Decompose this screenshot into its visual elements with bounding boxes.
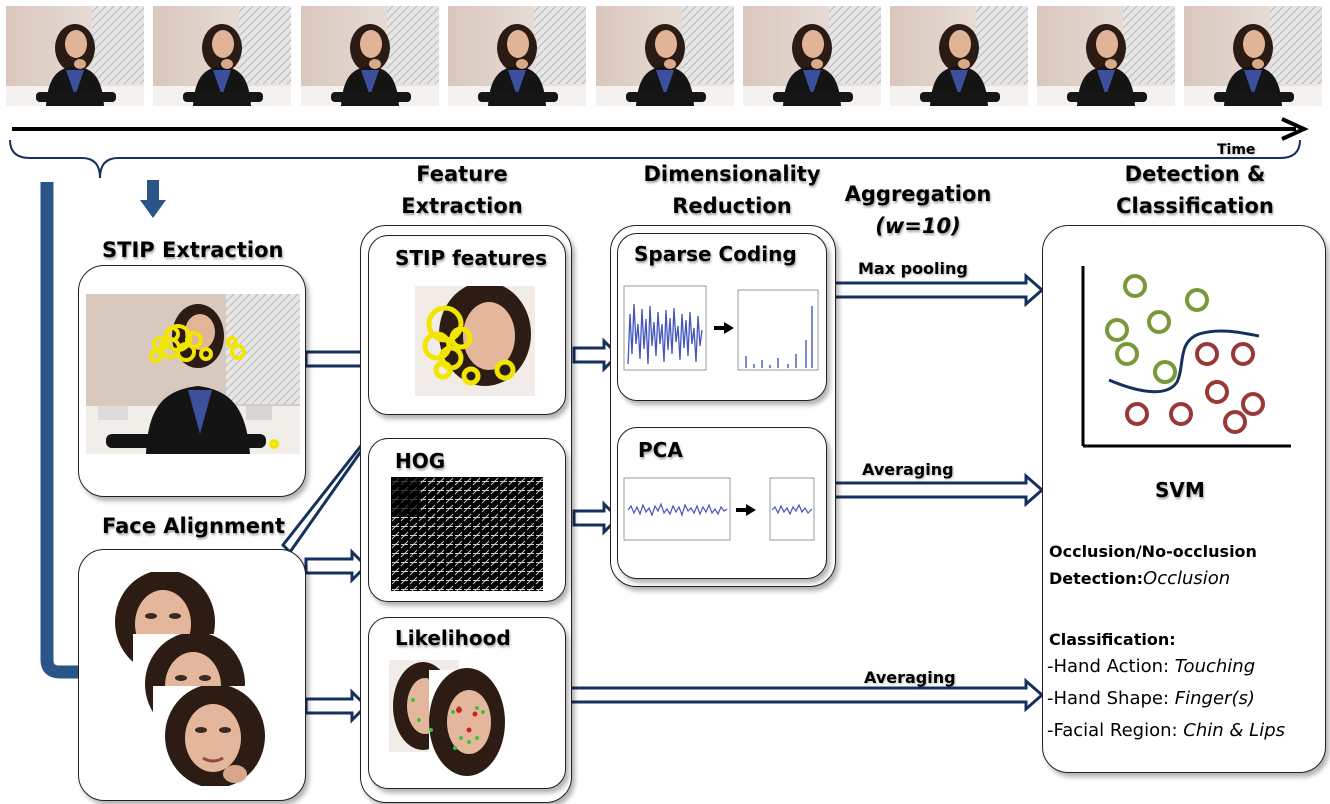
svm-scatter-plot <box>1081 266 1291 448</box>
hand-action-line: -Hand Action: Touching <box>1047 656 1255 677</box>
detection-classification-heading: Detection & Classification <box>1090 158 1300 222</box>
class-green-points <box>1105 274 1209 384</box>
stip-features-title: STIP features <box>395 246 548 270</box>
hand-shape-line: -Hand Shape: Finger(s) <box>1047 688 1255 709</box>
pca-plot <box>623 477 815 541</box>
dim-reduction-line2: Reduction <box>672 194 792 218</box>
likelihood-box: Likelihood <box>368 617 566 789</box>
hog-box: HOG <box>368 438 566 602</box>
stip-extraction-image <box>86 294 300 454</box>
dimensionality-reduction-heading: Dimensionality Reduction <box>632 158 832 222</box>
detection-line: Detection:Occlusion <box>1049 568 1230 589</box>
detection-heading-line2: Classification <box>1116 194 1274 218</box>
facial-region-label: -Facial Region: <box>1047 720 1184 741</box>
hog-title: HOG <box>395 449 446 473</box>
stip-features-box: STIP features <box>368 235 566 415</box>
face-alignment-title: Face Alignment <box>102 514 286 538</box>
classification-title: Classification: <box>1049 630 1176 649</box>
stip-extraction-box <box>78 265 306 497</box>
pca-title: PCA <box>638 438 683 462</box>
facial-region-line: -Facial Region: Chin & Lips <box>1047 720 1285 741</box>
averaging-label-likelihood: Averaging <box>864 668 956 687</box>
feature-extraction-line1: Feature <box>416 162 508 186</box>
detection-heading-line1: Detection & <box>1124 162 1266 186</box>
detection-label: Detection: <box>1049 569 1144 588</box>
class-red-points <box>1125 342 1265 434</box>
feature-extraction-heading: Feature Extraction <box>362 158 562 222</box>
feature-extraction-line2: Extraction <box>401 194 523 218</box>
aggregation-param: (w=10) <box>875 214 961 238</box>
hand-action-label: -Hand Action: <box>1047 656 1175 677</box>
averaging-label-pca: Averaging <box>862 460 954 479</box>
hog-image <box>391 477 543 591</box>
sparse-coding-box: Sparse Coding <box>617 233 827 401</box>
dim-reduction-line1: Dimensionality <box>643 162 821 186</box>
hand-action-value: Touching <box>1174 656 1256 677</box>
likelihood-image <box>389 660 505 780</box>
aligned-faces-stack <box>103 572 273 786</box>
face-alignment-box <box>78 549 306 801</box>
sparse-coding-title: Sparse Coding <box>634 242 797 266</box>
detection-value: Occlusion <box>1143 568 1231 589</box>
max-pooling-label: Max pooling <box>858 259 968 278</box>
stip-features-image <box>415 286 535 396</box>
likelihood-title: Likelihood <box>395 626 511 650</box>
time-label: Time <box>1217 142 1256 158</box>
aggregation-label: Aggregation <box>844 182 992 206</box>
detection-title: Occlusion/No-occlusion <box>1049 542 1257 561</box>
stip-extraction-title: STIP Extraction <box>102 238 284 262</box>
pca-box: PCA <box>617 427 827 579</box>
sparse-coding-plot <box>623 285 819 371</box>
facial-region-value: Chin & Lips <box>1183 720 1285 741</box>
hand-shape-value: Finger(s) <box>1174 688 1255 709</box>
aggregation-heading: Aggregation (w=10) <box>838 178 998 242</box>
hand-shape-label: -Hand Shape: <box>1047 688 1175 709</box>
classifier-box: SVM Occlusion/No-occlusion Detection:Occ… <box>1042 225 1326 773</box>
svm-label: SVM <box>1155 478 1205 502</box>
decision-boundary <box>1108 329 1260 394</box>
